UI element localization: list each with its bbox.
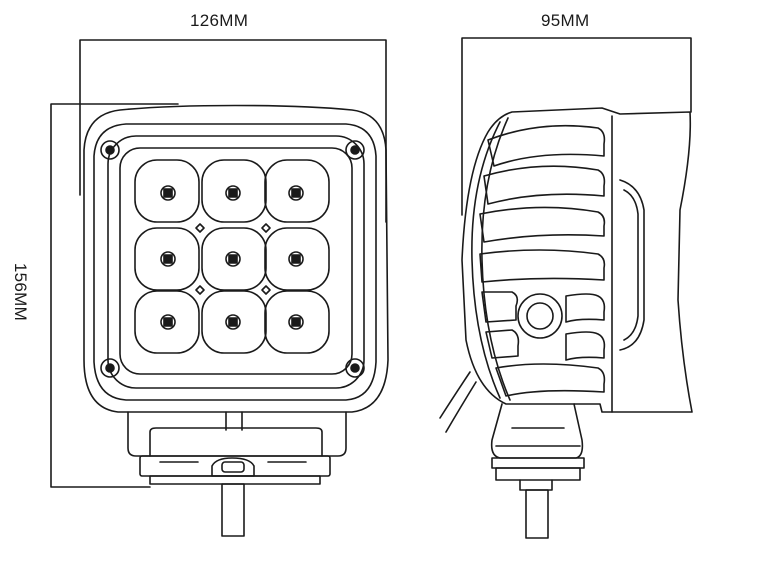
led-cell xyxy=(264,159,330,223)
cell-gap-markers xyxy=(195,223,271,295)
led-cell xyxy=(134,290,200,354)
side-bracket xyxy=(490,403,585,539)
depth-dimension-line xyxy=(461,37,692,216)
side-housing xyxy=(461,107,693,413)
led-emitters xyxy=(160,185,304,330)
fin xyxy=(481,291,519,323)
led-cell xyxy=(264,290,330,354)
fin xyxy=(483,165,606,205)
led-cell xyxy=(134,227,200,291)
screw-icon xyxy=(100,358,120,378)
height-dimension-label: 156MM xyxy=(11,262,30,322)
led-cell xyxy=(201,290,267,354)
led-cell xyxy=(264,227,330,291)
front-bezel xyxy=(107,135,365,389)
side-view xyxy=(439,107,693,539)
front-bracket xyxy=(127,411,347,537)
fin xyxy=(565,293,606,323)
led-cell xyxy=(134,159,200,223)
side-cable xyxy=(439,371,471,419)
front-housing-outer xyxy=(83,104,389,413)
screw-icon xyxy=(100,140,120,160)
fin xyxy=(479,249,606,283)
fin xyxy=(479,206,606,243)
width-dimension-line xyxy=(79,39,387,223)
screw-icon xyxy=(345,140,365,160)
depth-dimension-label: 95MM xyxy=(541,11,590,30)
fin xyxy=(495,363,606,397)
led-cell xyxy=(201,227,267,291)
fin xyxy=(485,329,520,359)
adjuster-boss xyxy=(517,293,563,339)
mount-screws xyxy=(100,140,365,378)
front-housing-inner xyxy=(93,123,377,401)
side-lens-face xyxy=(471,121,501,399)
front-lens-frame xyxy=(119,147,353,375)
led-array xyxy=(134,159,330,354)
fin xyxy=(487,124,606,167)
width-dimension-label: 126MM xyxy=(190,11,249,30)
led-cell xyxy=(201,159,267,223)
fin xyxy=(565,331,606,361)
front-view xyxy=(83,104,389,537)
cooling-fins xyxy=(479,124,606,397)
screw-icon xyxy=(345,358,365,378)
height-dimension-line xyxy=(50,103,179,488)
